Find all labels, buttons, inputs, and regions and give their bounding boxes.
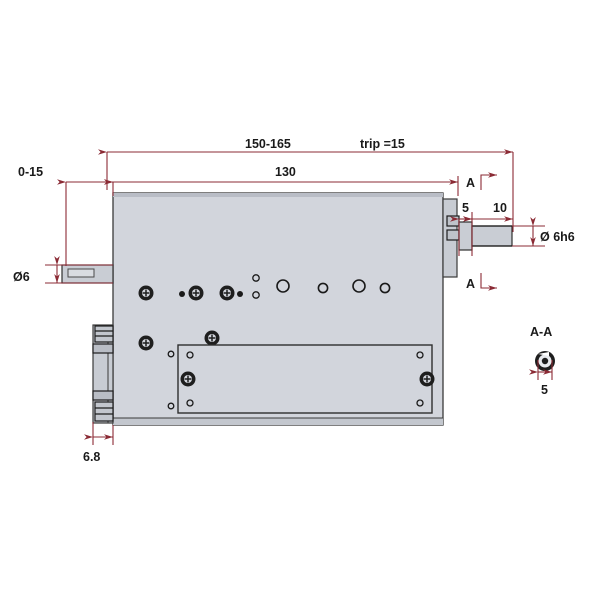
section-shaft-center [541,357,549,365]
left-bracket-collar-bottom [92,390,114,401]
plate-corner-hole [416,351,424,359]
through-hole [352,279,366,293]
left-shaft-groove [67,268,95,278]
dim-label-stroke-overall: 150-165 [245,137,291,151]
dimension-body-length: 130 [104,165,459,196]
screw-head [204,330,220,346]
small-hole [252,291,260,299]
through-hole [317,282,329,294]
section-marker-bottom: A [466,273,497,291]
section-dim-key-width: 5 [541,383,548,397]
section-detail-aa: A-A 5 [529,325,555,397]
main-body-rect [112,192,444,426]
section-letter-top: A [466,176,475,190]
output-shaft [471,225,513,247]
plate-corner-hole [186,399,194,407]
screw-head [138,285,154,301]
dim-label-body-length: 130 [275,165,296,179]
through-hole [379,282,391,294]
body-bottom-strip [113,418,443,425]
dimension-left-shaft-dia: Ø6 [13,256,113,284]
right-endcap-rib-lower [446,229,460,241]
dimension-left-travel: 0-15 [18,165,113,266]
plate-corner-hole [186,351,194,359]
left-bracket-group [92,324,114,424]
upper-hole-row [138,274,391,301]
small-hole [167,402,175,410]
lower-detail-group [138,330,435,414]
section-detail-title: A-A [530,325,552,339]
screw-head [419,371,435,387]
screw-head [180,371,196,387]
dimension-output-shaft-dia: Ø 6h6 [512,217,575,247]
left-bracket-collar-top [92,343,114,354]
dim-label-flange-thickness: 6.8 [83,450,100,464]
section-keyway-flat [538,352,549,356]
right-shaft-shoulder [458,221,473,251]
dimension-flange-thickness: 6.8 [83,422,114,464]
body-top-strip [113,193,443,197]
dimension-right-shoulder: 5 10 [450,201,513,256]
left-bracket-top-block [94,325,114,343]
screw-head [219,285,235,301]
screw-head [138,335,154,351]
dimension-stroke-overall: 150-165 trip =15 [98,137,514,232]
small-hole [167,350,175,358]
small-dot [179,291,185,297]
dim-label-left-shaft-dia: Ø6 [13,270,30,284]
section-letter-bottom: A [466,277,475,291]
small-dot [237,291,243,297]
dim-label-left-travel: 0-15 [18,165,43,179]
screw-head [188,285,204,301]
dim-label-shoulder-10: 10 [493,201,507,215]
plate-corner-hole [416,399,424,407]
dim-label-trip: trip =15 [360,137,405,151]
main-body-group [112,192,444,426]
left-shaft-group [61,264,114,284]
dim-label-output-shaft-dia: Ø 6h6 [540,230,575,244]
small-hole [252,274,260,282]
right-endcap-rib-upper [446,215,460,227]
left-bracket-bottom-block [94,401,114,422]
dim-label-shoulder-5: 5 [462,201,469,215]
section-marker-top: A [466,172,497,190]
through-hole [276,279,290,293]
